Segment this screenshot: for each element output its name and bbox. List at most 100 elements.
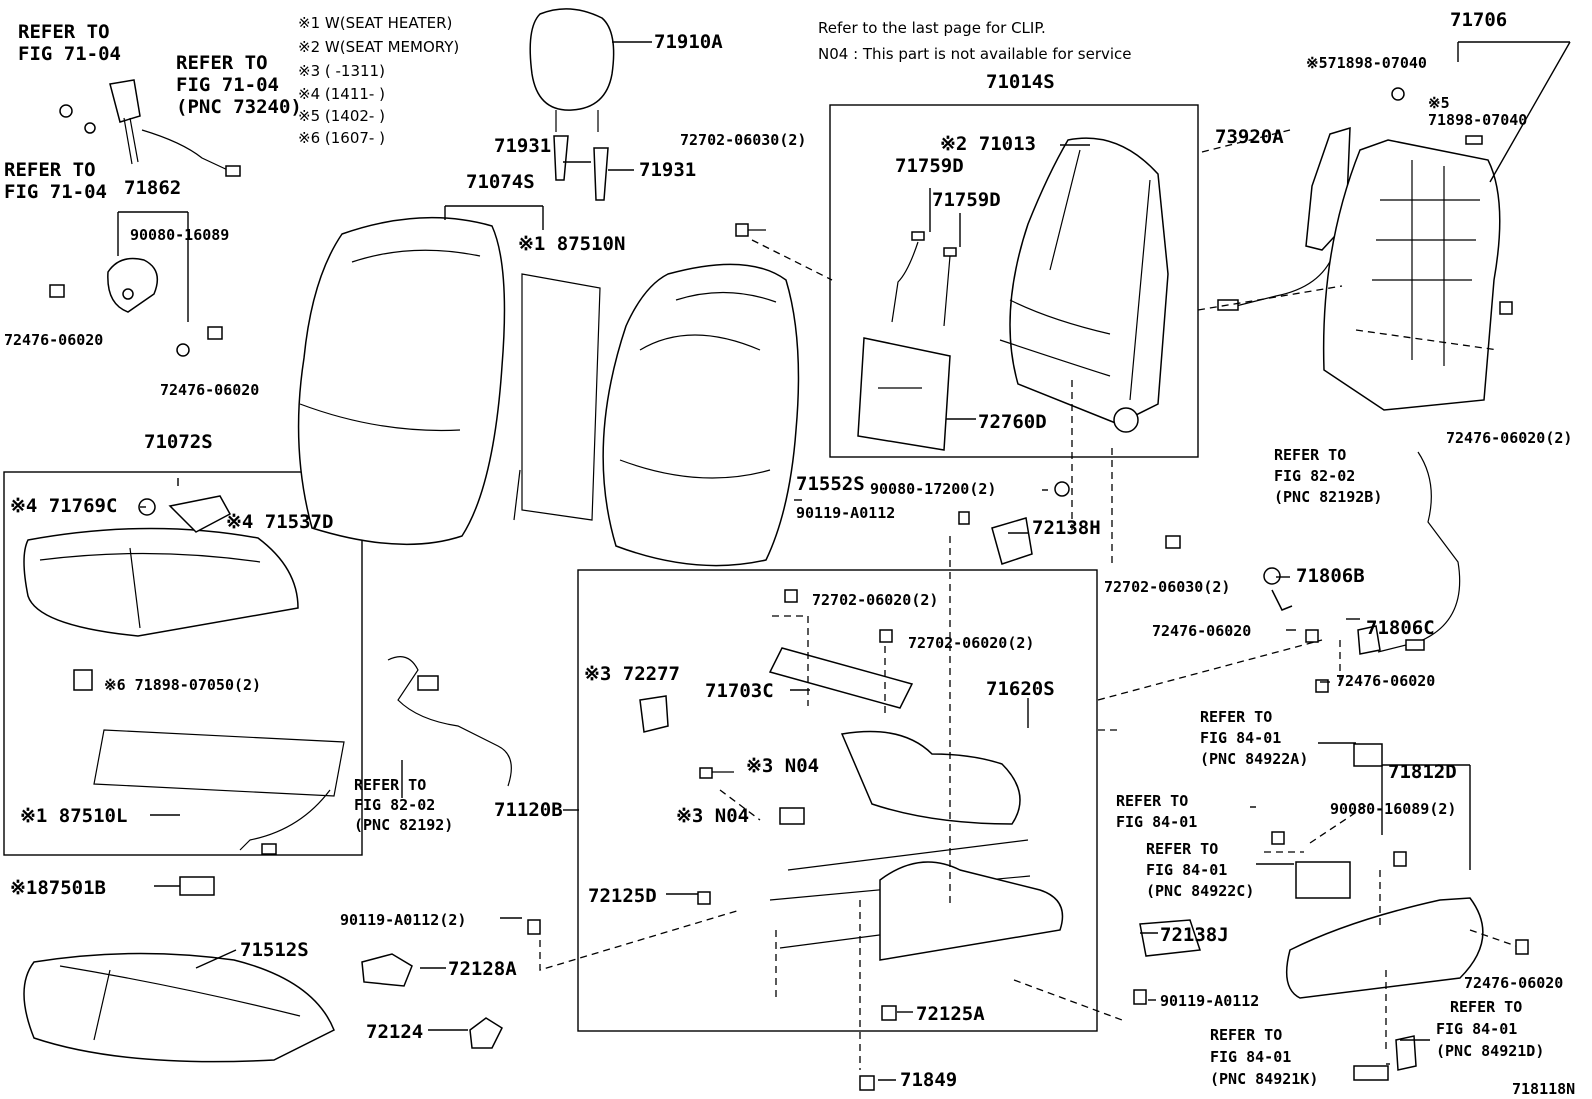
leader-lines: [117, 41, 1571, 1081]
ref-fig-84-01-d-line1: REFER TO: [1450, 998, 1522, 1016]
label-72476-06020-b: 72476-06020: [160, 381, 259, 399]
label-71898-07050: ※6 71898-07050(2): [104, 676, 261, 694]
label-72476-06020-c: 72476-06020(2): [1446, 429, 1572, 447]
label-90080-16089-2: 90080-16089(2): [1330, 800, 1456, 818]
legend-notes: ※1 W(SEAT HEATER) ※2 W(SEAT MEMORY) ※3 (…: [298, 14, 1132, 147]
note-n04: N04 : This part is not available for ser…: [818, 45, 1132, 63]
label-71849: 71849: [900, 1069, 957, 1091]
label-71552S: 71552S: [796, 473, 865, 495]
label-71769C: ※4 71769C: [10, 495, 117, 517]
label-72702-06030-a: 72702-06030(2): [680, 131, 806, 149]
label-71074S: 71074S: [466, 171, 535, 193]
ref-fig-84-01-e-line3: (PNC 84921K): [1210, 1070, 1318, 1088]
label-71898-07040-b: 71898-07040: [1428, 111, 1527, 129]
ref-fig-84-01-a-line2: FIG 84-01: [1200, 729, 1281, 747]
label-72138J: 72138J: [1160, 924, 1229, 946]
ref-fig-71-04-c-line2: FIG 71-04: [4, 181, 107, 203]
seatback-frame-box: [829, 104, 1199, 458]
ref-fig-84-01-e-line2: FIG 84-01: [1210, 1048, 1291, 1066]
label-72476-06020-d: 72476-06020: [1152, 622, 1251, 640]
label-72128A: 72128A: [448, 958, 517, 980]
label-72702-06020-a: 72702-06020(2): [812, 591, 938, 609]
label-71512S: 71512S: [240, 939, 309, 961]
part-labels: REFER TO FIG 71-04 REFER TO FIG 71-04 (P…: [4, 9, 1575, 1098]
label-87501B: ※187501B: [10, 877, 106, 899]
label-72476-06020-f: 72476-06020: [1464, 974, 1563, 992]
ref-fig-84-01-e-line1: REFER TO: [1210, 1026, 1282, 1044]
label-71898-07040-b-note: ※5: [1428, 94, 1450, 112]
label-71898-07040-a: ※571898-07040: [1306, 54, 1427, 72]
label-71910A: 71910A: [654, 31, 723, 53]
label-71862: 71862: [124, 177, 181, 199]
label-71537D: ※4 71537D: [226, 511, 333, 533]
label-72277: ※3 72277: [584, 663, 680, 685]
label-71120B: 71120B: [494, 799, 563, 821]
label-71703C: 71703C: [705, 680, 774, 702]
ref-fig-71-04-b-line1: REFER TO: [176, 52, 268, 74]
part-drawings: [23, 8, 1529, 1091]
label-72476-06020-e: 72476-06020: [1336, 672, 1435, 690]
figure-number: 718118N: [1512, 1080, 1575, 1098]
label-72125A: 72125A: [916, 1003, 985, 1025]
label-90119-A0112-b: 90119-A0112(2): [340, 911, 466, 929]
ref-fig-84-01-b-line2: FIG 84-01: [1116, 813, 1197, 831]
ref-fig-84-01-b-line1: REFER TO: [1116, 792, 1188, 810]
note-3: ※3 ( -1311): [298, 62, 385, 80]
label-71812D: 71812D: [1388, 761, 1457, 783]
ref-fig-82-02-b-line3: (PNC 82192): [354, 816, 453, 834]
label-71931-a: 71931: [494, 135, 551, 157]
note-4: ※4 (1411- ): [298, 85, 385, 103]
label-73920A: 73920A: [1215, 126, 1284, 148]
label-71706: 71706: [1450, 9, 1507, 31]
ref-fig-71-04-a-line2: FIG 71-04: [18, 43, 121, 65]
ref-fig-84-01-c-line2: FIG 84-01: [1146, 861, 1227, 879]
note-seat-heater: ※1 W(SEAT HEATER): [298, 14, 452, 32]
label-71072S: 71072S: [144, 431, 213, 453]
ref-fig-84-01-a-line3: (PNC 84922A): [1200, 750, 1308, 768]
label-72476-06020-a: 72476-06020: [4, 331, 103, 349]
ref-fig-84-01-d-line2: FIG 84-01: [1436, 1020, 1517, 1038]
ref-fig-71-04-b-line3: (PNC 73240): [176, 96, 302, 118]
label-N04-b: ※3 N04: [676, 805, 749, 827]
label-71931-b: 71931: [639, 159, 696, 181]
ref-fig-82-02-b-line1: REFER TO: [354, 776, 426, 794]
label-90080-17200: 90080-17200(2): [870, 480, 996, 498]
ref-fig-84-01-c-line3: (PNC 84922C): [1146, 882, 1254, 900]
note-5: ※5 (1402- ): [298, 107, 385, 125]
ref-fig-71-04-a-line1: REFER TO: [18, 21, 110, 43]
label-71014S: 71014S: [986, 71, 1055, 93]
cushion-box: [3, 471, 363, 856]
ref-fig-82-02-a-line1: REFER TO: [1274, 446, 1346, 464]
ref-fig-84-01-a-line1: REFER TO: [1200, 708, 1272, 726]
note-seat-memory: ※2 W(SEAT MEMORY): [298, 38, 459, 56]
label-90080-16089: 90080-16089: [130, 226, 229, 244]
ref-fig-84-01-d-line3: (PNC 84921D): [1436, 1042, 1544, 1060]
ref-fig-82-02-a-line3: (PNC 82192B): [1274, 488, 1382, 506]
ref-fig-82-02-b-line2: FIG 82-02: [354, 796, 435, 814]
ref-fig-71-04-b-line2: FIG 71-04: [176, 74, 279, 96]
label-72702-06030-b: 72702-06030(2): [1104, 578, 1230, 596]
label-71806C: 71806C: [1366, 617, 1435, 639]
label-N04-a: ※3 N04: [746, 755, 819, 777]
note-6: ※6 (1607- ): [298, 129, 385, 147]
ref-fig-71-04-c-line1: REFER TO: [4, 159, 96, 181]
label-71013: ※2 71013: [940, 133, 1036, 155]
label-72138H: 72138H: [1032, 517, 1101, 539]
label-71759D-b: 71759D: [932, 189, 1001, 211]
label-72702-06020-b: 72702-06020(2): [908, 634, 1034, 652]
adjuster-box: [577, 569, 1098, 1032]
label-72125D: 72125D: [588, 885, 657, 907]
label-87510N: ※1 87510N: [518, 233, 625, 255]
label-71759D-a: 71759D: [895, 155, 964, 177]
label-90119-A0112-a: 90119-A0112: [796, 504, 895, 522]
note-clip: Refer to the last page for CLIP.: [818, 19, 1046, 37]
label-87510L: ※1 87510L: [20, 805, 127, 827]
label-71620S: 71620S: [986, 678, 1055, 700]
label-71806B: 71806B: [1296, 565, 1365, 587]
label-90119-A0112-c: 90119-A0112: [1160, 992, 1259, 1010]
ref-fig-82-02-a-line2: FIG 82-02: [1274, 467, 1355, 485]
label-72124: 72124: [366, 1021, 423, 1043]
label-72760D: 72760D: [978, 411, 1047, 433]
ref-fig-84-01-c-line1: REFER TO: [1146, 840, 1218, 858]
